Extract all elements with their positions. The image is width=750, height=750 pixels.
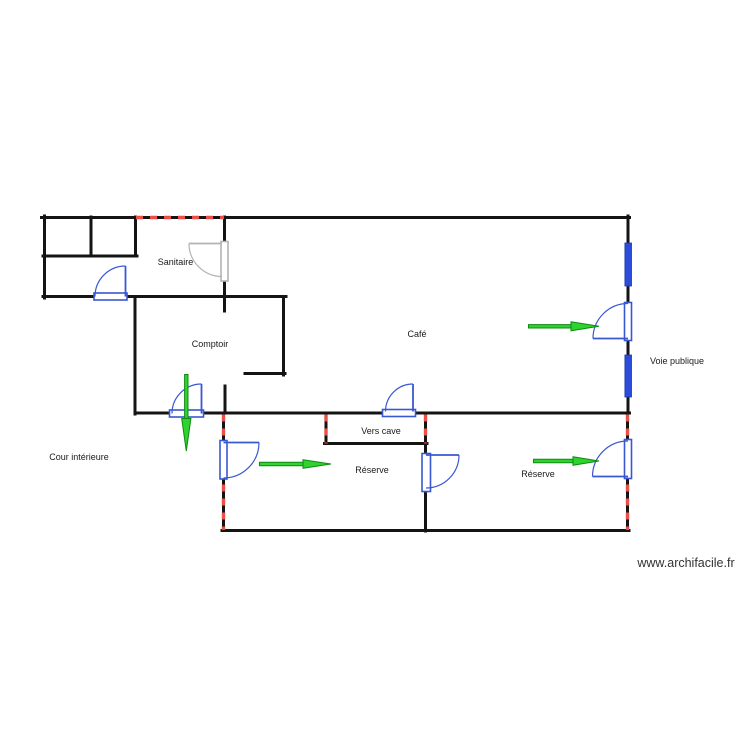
door-cafe-street[interactable] — [592, 301, 633, 342]
area-label-vers-cave: Vers cave — [361, 426, 401, 436]
area-label-voie-publique: Voie publique — [649, 356, 705, 366]
room-label-reserve-right: Réserve — [521, 469, 555, 479]
door-reserve-divider[interactable] — [421, 452, 460, 493]
window-cafe-bottom[interactable] — [624, 354, 632, 398]
direction-arrow-cour-exit[interactable] — [181, 374, 192, 452]
door-reserve-street[interactable] — [591, 438, 633, 480]
room-label-reserve-left: Réserve — [355, 465, 389, 475]
room-label-comptoir: Comptoir — [191, 339, 229, 349]
dashed-walls — [136, 215, 630, 530]
direction-arrow-cafe-entrance[interactable] — [528, 321, 600, 332]
door-reserve-left[interactable] — [219, 439, 260, 480]
direction-arrow-reserve-left[interactable] — [259, 459, 332, 469]
watermark: www.archifacile.fr — [637, 556, 735, 570]
area-label-cour-interieure: Cour intérieure — [49, 452, 109, 462]
room-label-cafe: Café — [407, 329, 427, 339]
door-storage-room[interactable] — [93, 265, 128, 301]
door-sanitaire[interactable] — [188, 240, 229, 282]
direction-arrow-reserve-right[interactable] — [533, 456, 600, 466]
door-vers-cave[interactable] — [381, 383, 417, 418]
room-label-sanitaire: Sanitaire — [157, 257, 194, 267]
walls — [40, 214, 631, 533]
window-cafe-top[interactable] — [624, 242, 632, 287]
